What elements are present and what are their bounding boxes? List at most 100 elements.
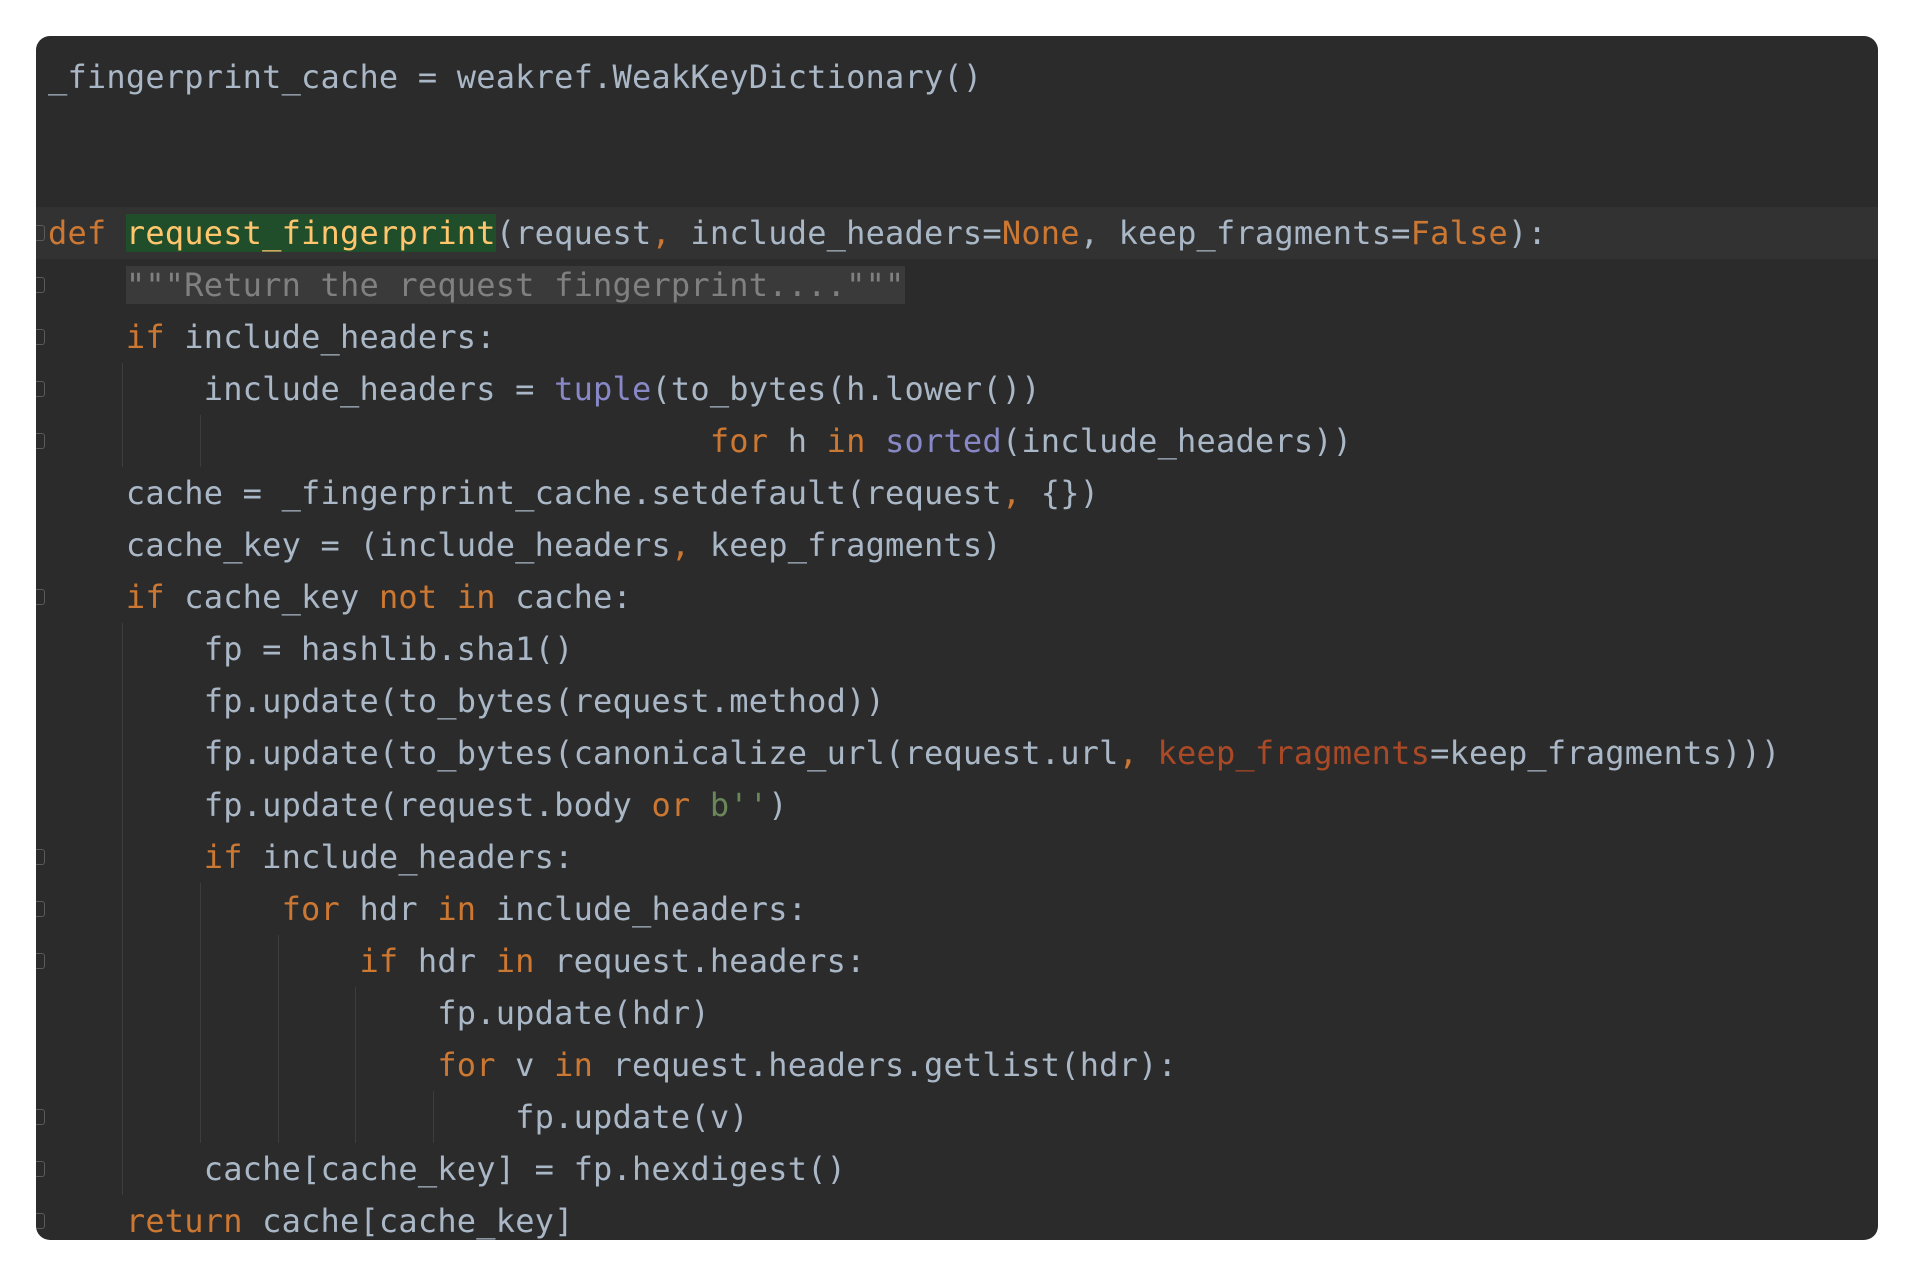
code-token: ): bbox=[1507, 214, 1547, 252]
indent-guide bbox=[121, 623, 123, 1195]
code-token: if bbox=[125, 578, 165, 616]
line-content: fp.update(hdr) bbox=[48, 987, 710, 1039]
code-line[interactable]: for h in sorted(include_headers)) bbox=[36, 415, 1878, 467]
line-content: if cache_key not in cache: bbox=[48, 571, 632, 623]
code-token: if bbox=[125, 318, 165, 356]
line-content: """Return the request fingerprint....""" bbox=[48, 259, 905, 311]
code-token: False bbox=[1410, 214, 1508, 252]
code-line[interactable]: _fingerprint_cache = weakref.WeakKeyDict… bbox=[36, 51, 1878, 103]
fold-marker-icon[interactable] bbox=[36, 953, 45, 969]
code-line[interactable]: fp.update(request.body or b'') bbox=[36, 779, 1878, 831]
code-line[interactable]: cache_key = (include_headers, keep_fragm… bbox=[36, 519, 1878, 571]
code-token: """Return the request fingerprint....""" bbox=[125, 266, 905, 304]
code-line[interactable]: if cache_key not in cache: bbox=[36, 571, 1878, 623]
code-token: fp.update(request.body bbox=[48, 786, 652, 824]
code-token: (to_bytes(h.lower()) bbox=[651, 370, 1041, 408]
code-line[interactable] bbox=[36, 155, 1878, 207]
line-content: return cache[cache_key] bbox=[48, 1195, 574, 1240]
code-token: fp.update(to_bytes(canonicalize_url(requ… bbox=[48, 734, 1119, 772]
fold-marker-icon[interactable] bbox=[36, 1109, 45, 1125]
code-token: for bbox=[281, 890, 340, 928]
code-token: in bbox=[437, 890, 477, 928]
fold-marker-icon[interactable] bbox=[36, 329, 45, 345]
code-token: , bbox=[1001, 474, 1022, 512]
code-token: b'' bbox=[709, 786, 769, 824]
code-token: fp.update(to_bytes(request.method)) bbox=[48, 682, 886, 720]
fold-marker-icon[interactable] bbox=[36, 1213, 45, 1229]
code-token: cache_key = (include_headers bbox=[48, 526, 671, 564]
fold-marker-icon[interactable] bbox=[36, 381, 45, 397]
line-content: for v in request.headers.getlist(hdr): bbox=[48, 1039, 1177, 1091]
code-line[interactable]: if hdr in request.headers: bbox=[36, 935, 1878, 987]
code-token bbox=[48, 578, 126, 616]
code-line[interactable]: fp.update(to_bytes(canonicalize_url(requ… bbox=[36, 727, 1878, 779]
code-line[interactable]: """Return the request fingerprint....""" bbox=[36, 259, 1878, 311]
line-content: cache[cache_key] = fp.hexdigest() bbox=[48, 1143, 846, 1195]
fold-marker-icon[interactable] bbox=[36, 225, 45, 241]
code-line[interactable]: for hdr in include_headers: bbox=[36, 883, 1878, 935]
code-line[interactable]: def request_fingerprint(request, include… bbox=[36, 207, 1878, 259]
code-token: fp.update(v) bbox=[48, 1098, 749, 1136]
fold-marker-icon[interactable] bbox=[36, 433, 45, 449]
code-token: ) bbox=[768, 786, 788, 824]
code-token bbox=[48, 422, 710, 460]
indent-guide bbox=[433, 1091, 435, 1143]
code-line[interactable]: fp.update(v) bbox=[36, 1091, 1878, 1143]
code-token: , bbox=[651, 214, 671, 252]
code-line[interactable]: cache[cache_key] = fp.hexdigest() bbox=[36, 1143, 1878, 1195]
code-token: include_headers= bbox=[670, 214, 1002, 252]
fold-marker-icon[interactable] bbox=[36, 849, 45, 865]
code-token bbox=[48, 318, 126, 356]
code-token: hdr bbox=[398, 942, 496, 980]
code-token bbox=[48, 890, 282, 928]
code-token: h bbox=[768, 422, 827, 460]
code-line[interactable]: if include_headers: bbox=[36, 311, 1878, 363]
code-editor[interactable]: _fingerprint_cache = weakref.WeakKeyDict… bbox=[36, 36, 1878, 1240]
code-token bbox=[48, 942, 359, 980]
code-token: in bbox=[495, 942, 535, 980]
code-token: {}) bbox=[1021, 474, 1100, 512]
code-token bbox=[48, 1202, 126, 1240]
code-token: def bbox=[48, 214, 107, 252]
code-line[interactable]: fp = hashlib.sha1() bbox=[36, 623, 1878, 675]
code-line[interactable]: fp.update(hdr) bbox=[36, 987, 1878, 1039]
line-content: if include_headers: bbox=[48, 831, 574, 883]
line-content: for hdr in include_headers: bbox=[48, 883, 807, 935]
code-token: if bbox=[359, 942, 399, 980]
code-line[interactable]: if include_headers: bbox=[36, 831, 1878, 883]
line-content: fp.update(request.body or b'') bbox=[48, 779, 788, 831]
code-line[interactable]: for v in request.headers.getlist(hdr): bbox=[36, 1039, 1878, 1091]
code-line[interactable] bbox=[36, 103, 1878, 155]
code-token: not bbox=[378, 578, 438, 616]
line-content: if include_headers: bbox=[48, 311, 496, 363]
code-token: fp.update(hdr) bbox=[48, 994, 710, 1032]
code-line[interactable]: fp.update(to_bytes(request.method)) bbox=[36, 675, 1878, 727]
code-token bbox=[106, 214, 125, 252]
code-token: in bbox=[554, 1046, 594, 1084]
code-line[interactable]: include_headers = tuple(to_bytes(h.lower… bbox=[36, 363, 1878, 415]
code-token: cache[cache_key] bbox=[242, 1202, 574, 1240]
indent-guide bbox=[121, 363, 123, 467]
fold-marker-icon[interactable] bbox=[36, 901, 45, 917]
code-line[interactable]: return cache[cache_key] bbox=[36, 1195, 1878, 1240]
code-token: fp = hashlib.sha1() bbox=[48, 630, 574, 668]
code-token: include_headers: bbox=[164, 318, 496, 356]
code-token: for bbox=[709, 422, 769, 460]
indent-guide bbox=[199, 415, 201, 467]
fold-marker-icon[interactable] bbox=[36, 1161, 45, 1177]
code-token: keep_fragments= bbox=[1099, 214, 1411, 252]
line-content: cache_key = (include_headers, keep_fragm… bbox=[48, 519, 1002, 571]
code-line[interactable]: cache = _fingerprint_cache.setdefault(re… bbox=[36, 467, 1878, 519]
code-token: cache_key bbox=[164, 578, 379, 616]
code-token bbox=[48, 838, 204, 876]
code-token: , bbox=[1118, 734, 1139, 772]
code-token bbox=[48, 1046, 437, 1084]
code-token: _fingerprint_cache = weakref.WeakKeyDict… bbox=[48, 58, 983, 96]
fold-marker-icon[interactable] bbox=[36, 277, 45, 293]
code-token bbox=[690, 786, 709, 824]
code-token: request.headers.getlist(hdr): bbox=[593, 1046, 1178, 1084]
fold-marker-icon[interactable] bbox=[36, 589, 45, 605]
code-lines[interactable]: _fingerprint_cache = weakref.WeakKeyDict… bbox=[36, 36, 1878, 1240]
code-token bbox=[48, 266, 126, 304]
code-token bbox=[437, 578, 456, 616]
